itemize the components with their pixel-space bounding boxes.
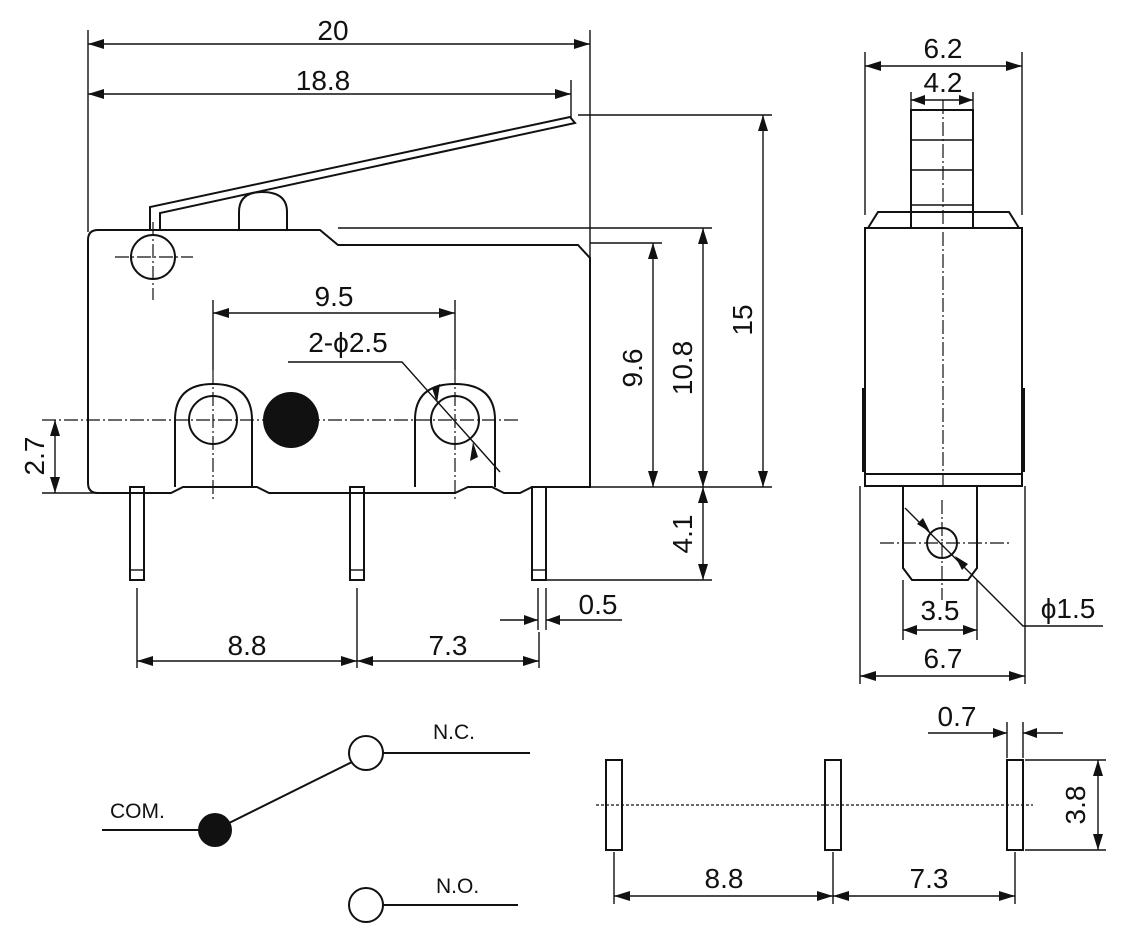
dim-hole-offset: 2.7 [19, 437, 50, 476]
dim-body-height-step: 10.8 [667, 341, 698, 396]
front-black-dot [263, 392, 319, 448]
dim-pad-width: 0.7 [938, 701, 977, 732]
schematic: COM. N.C. N.O. [102, 721, 530, 923]
dim-base-width: 6.7 [924, 643, 963, 674]
label-no: N.O. [436, 875, 479, 898]
dim-terminal-hole: ϕ1.5 [1041, 593, 1096, 624]
side-terminal-tab [902, 486, 978, 581]
dim-pad-length: 3.8 [1060, 786, 1091, 825]
front-lever [149, 115, 577, 230]
pcb-layout: 0.7 3.8 8.8 7.3 [596, 701, 1106, 904]
dim-lever-length: 18.8 [296, 65, 351, 96]
side-plunger [910, 109, 974, 229]
front-actuator-button [238, 190, 288, 230]
dim-side-width: 6.2 [924, 33, 963, 64]
dim-overall-width: 20 [317, 15, 348, 46]
dim-pcb-pitch-2: 7.3 [910, 863, 949, 894]
dim-body-height: 9.6 [617, 349, 648, 388]
dim-hole-spacing: 9.5 [315, 281, 354, 312]
dim-terminal-thickness: 0.5 [579, 589, 618, 620]
terminal-no [531, 486, 547, 581]
terminal-nc [349, 486, 365, 581]
label-com: COM. [110, 800, 165, 823]
label-nc: N.C. [433, 721, 475, 744]
side-view: ϕ1.5 6.2 4.2 3.5 6.7 [859, 33, 1103, 684]
dim-terminal-pitch-1: 8.8 [228, 630, 267, 661]
dim-pcb-pitch-1: 8.8 [705, 863, 744, 894]
nc-contact-circle [348, 735, 384, 771]
dim-total-height: 15 [727, 304, 758, 335]
pcb-pad-3 [1006, 759, 1024, 851]
dim-terminal-length: 4.1 [667, 515, 698, 554]
dim-terminal-pitch-2: 7.3 [429, 630, 468, 661]
dim-plunger-width: 4.2 [924, 67, 963, 98]
dim-terminal-width: 3.5 [921, 595, 960, 626]
front-view: 20 18.8 9.5 2-ϕ2.5 9.6 10.8 [19, 15, 772, 668]
dim-hole-callout: 2-ϕ2.5 [308, 327, 388, 358]
terminal-com [129, 486, 145, 581]
no-contact-circle [348, 887, 384, 923]
